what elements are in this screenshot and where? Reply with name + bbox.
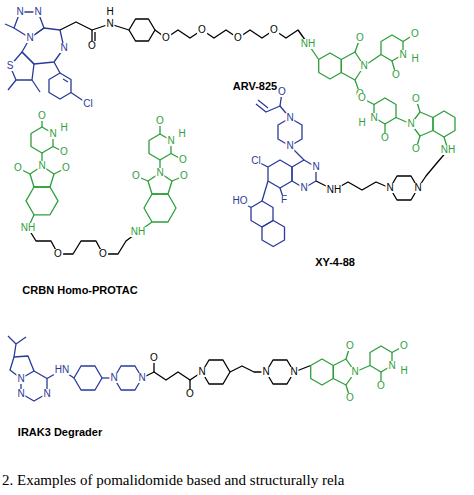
atom-label: H [410, 54, 419, 64]
atom-label: O [155, 116, 165, 126]
atom-label: H [357, 118, 366, 128]
atom-label: O [380, 133, 390, 143]
atom-label: N [406, 119, 415, 129]
pomalidomide-green [362, 98, 455, 150]
linker-black [142, 358, 311, 394]
atom-label: N [387, 361, 396, 371]
atom-label: NH [20, 223, 36, 233]
atom-label: NH [130, 227, 146, 237]
ligand-blue [5, 12, 88, 104]
atom-label: N [25, 33, 34, 43]
atom-label: N [48, 129, 57, 139]
atom-label: N [289, 367, 298, 377]
atom-label: N [385, 183, 394, 193]
atom-label: H [399, 366, 408, 376]
atom-label: O [98, 249, 108, 259]
linker-black [60, 19, 308, 46]
atom-label: N [42, 389, 51, 399]
atom-label: O [161, 33, 171, 43]
atom-label: N [369, 113, 378, 123]
atom-label: O [197, 25, 207, 35]
atom-label: NH [300, 39, 316, 49]
atom-label: O [179, 171, 189, 181]
atom-label: Cl [250, 156, 261, 166]
atom-label: O [411, 144, 421, 154]
atom-label: O [345, 341, 355, 351]
atom-label: N [137, 373, 146, 383]
pomalidomide-green [308, 34, 415, 94]
atom-label: F [280, 195, 288, 205]
atom-label: O [131, 171, 141, 181]
atom-label: N [16, 389, 25, 399]
atom-label: N [197, 367, 206, 377]
atom-label: O [376, 381, 386, 391]
atom-label: O [185, 389, 195, 399]
atom-label: H [177, 129, 186, 139]
atom-label: O [410, 29, 420, 39]
atom-label: N [299, 183, 308, 193]
atom-label: O [233, 33, 243, 43]
atom-label: O [355, 33, 365, 43]
atom-label: N [285, 141, 294, 151]
atom-label: NH [440, 145, 456, 155]
atom-label: O [345, 393, 355, 403]
atom-label: HN [54, 365, 70, 375]
atom-label: N [105, 19, 114, 29]
atom-label: N [285, 113, 294, 123]
atom-label: O [269, 25, 279, 35]
atom-label: O [59, 147, 69, 157]
atom-label: O [411, 94, 421, 104]
atom-label: N [37, 161, 46, 171]
atom-label: O [37, 111, 47, 121]
atom-label: O [399, 341, 409, 351]
atom-label: N [350, 367, 359, 377]
linker-black [316, 150, 448, 200]
figure-caption: 2. Examples of pomalidomide based and st… [2, 473, 344, 488]
ligand-blue [8, 336, 142, 401]
pomalidomide-green [18, 116, 184, 232]
atom-label: H [105, 7, 114, 17]
compound-name: IRAK3 Degrader [16, 427, 104, 438]
atom-label: N [166, 136, 175, 146]
atom-label: O [357, 93, 367, 103]
atom-label: O [277, 87, 287, 97]
atom-label: N [359, 61, 368, 71]
atom-label: S [6, 61, 15, 71]
atom-label: H [59, 123, 68, 133]
atom-label: N [33, 7, 42, 17]
atom-label: N [261, 367, 270, 377]
compound-name: ARV-825 [231, 81, 279, 92]
atom-label: O [391, 70, 401, 80]
atom-label: O [13, 163, 23, 173]
atom-label: O [61, 163, 71, 173]
atom-label: HO [232, 196, 249, 206]
atom-label: O [87, 41, 97, 51]
atom-label: O [149, 353, 159, 363]
atom-label: N [155, 168, 164, 178]
linker-black [28, 228, 138, 254]
atom-label: O [178, 155, 188, 165]
atom-label: N [413, 183, 422, 193]
atom-label: N [59, 43, 68, 53]
pomalidomide-green [311, 346, 404, 398]
atom-label: NH [326, 185, 342, 195]
atom-label: N [398, 50, 407, 60]
compound-name: CRBN Homo-PROTAC [20, 285, 139, 296]
atom-label: N [109, 373, 118, 383]
atom-label: N [16, 374, 25, 384]
atom-label: O [53, 249, 63, 259]
atom-label: Cl [82, 99, 93, 109]
ligand-blue [240, 92, 316, 247]
atom-label: N [15, 7, 24, 17]
atom-label: N [311, 162, 320, 172]
compound-name: XY-4-88 [313, 257, 357, 268]
